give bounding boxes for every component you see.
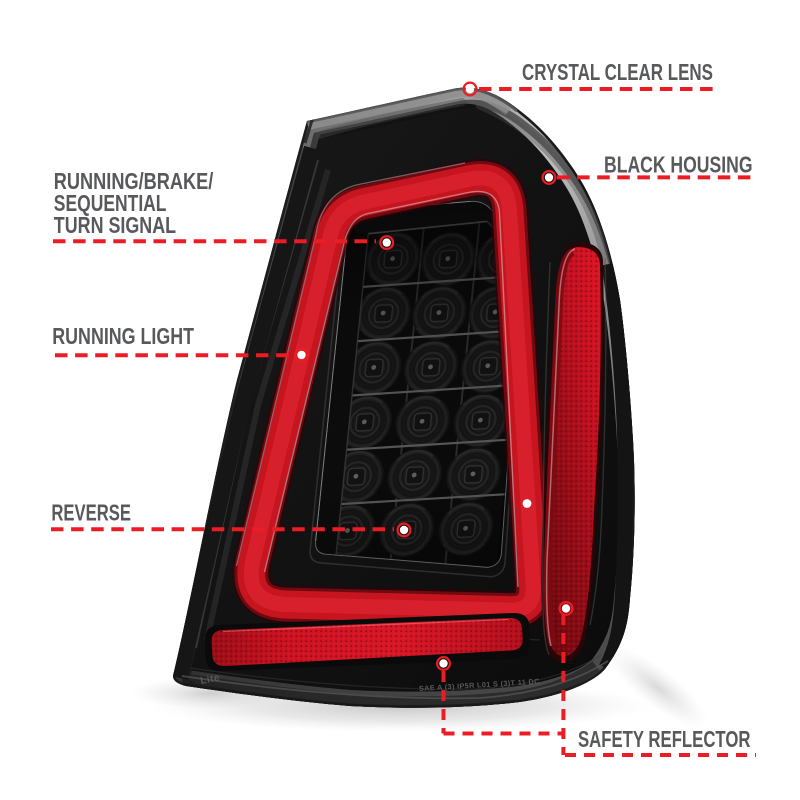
svg-text:BLACK HOUSING: BLACK HOUSING	[604, 152, 753, 178]
svg-text:RUNNING LIGHT: RUNNING LIGHT	[52, 323, 194, 349]
svg-text:SEQUENTIAL: SEQUENTIAL	[54, 190, 167, 216]
svg-text:SAFETY REFLECTOR: SAFETY REFLECTOR	[578, 726, 751, 752]
svg-text:REVERSE: REVERSE	[51, 500, 131, 526]
svg-text:TURN SIGNAL: TURN SIGNAL	[54, 212, 176, 238]
svg-text:RUNNING/BRAKE/: RUNNING/BRAKE/	[54, 168, 214, 194]
svg-text:CRYSTAL CLEAR LENS: CRYSTAL CLEAR LENS	[522, 59, 713, 85]
svg-text:Lite: Lite	[199, 672, 221, 687]
